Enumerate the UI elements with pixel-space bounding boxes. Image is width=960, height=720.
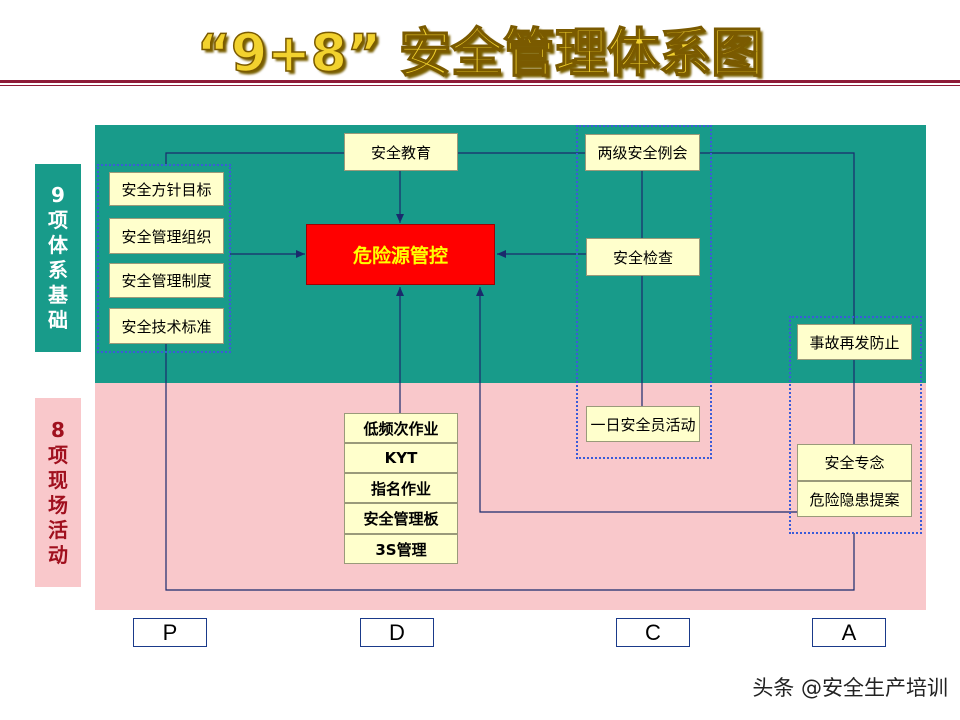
act-item-focus: 安全专念 [797, 444, 912, 481]
safety-education-box: 安全教育 [344, 133, 458, 171]
act-group-frame [789, 316, 922, 534]
line-top-loop [165, 152, 855, 324]
side-label-char: 体 [48, 233, 68, 257]
side-label-char: 项 [48, 442, 68, 467]
side-label-char: 基 [48, 283, 68, 307]
field-stack-item: 3S管理 [344, 534, 458, 564]
recurrence-prevention-box: 事故再发防止 [797, 324, 912, 360]
side-label-char: 9 [51, 183, 65, 207]
foundation-item-organization: 安全管理组织 [109, 218, 224, 254]
title-rule-thin [0, 85, 960, 86]
side-label-field: 8 项 现 场 活 动 [35, 398, 81, 587]
arrow-act-to-hazard [476, 287, 797, 513]
foundation-item-policy: 安全方针目标 [109, 172, 224, 206]
hazard-control-box: 危险源管控 [306, 224, 495, 285]
pdca-check-label: C [616, 618, 690, 647]
side-label-char: 动 [48, 542, 68, 567]
title-rule [0, 80, 960, 83]
pdca-act-label: A [812, 618, 886, 647]
check-group-frame [576, 125, 712, 459]
pdca-plan-label: P [133, 618, 207, 647]
safety-officer-day-box: 一日安全员活动 [586, 406, 700, 442]
field-stack-item: 指名作业 [344, 473, 458, 503]
two-level-meeting-box: 两级安全例会 [585, 134, 700, 171]
foundation-item-standard: 安全技术标准 [109, 308, 224, 344]
side-label-char: 础 [48, 308, 68, 332]
line-bottom-loop [165, 344, 855, 591]
field-stack-item: 低频次作业 [344, 413, 458, 443]
watermark: 头条 @安全生产培训 [752, 676, 948, 700]
field-activity-zone [95, 383, 926, 610]
side-label-foundation: 9 项 体 系 基 础 [35, 164, 81, 352]
side-label-char: 场 [48, 492, 68, 517]
foundation-item-system: 安全管理制度 [109, 263, 224, 298]
pdca-do-label: D [360, 618, 434, 647]
side-label-char: 项 [48, 208, 68, 232]
foundation-group-frame [97, 164, 231, 353]
side-label-char: 活 [48, 517, 68, 542]
act-item-hazard-proposal: 危险隐患提案 [797, 481, 912, 517]
field-stack-item: 安全管理板 [344, 503, 458, 534]
side-label-char: 现 [48, 467, 68, 492]
field-stack-item: KYT [344, 443, 458, 473]
side-label-char: 系 [48, 258, 68, 282]
page-title: “9+8” 安全管理体系图 [196, 23, 764, 85]
safety-inspection-box: 安全检查 [586, 238, 700, 276]
side-label-char: 8 [51, 417, 65, 442]
